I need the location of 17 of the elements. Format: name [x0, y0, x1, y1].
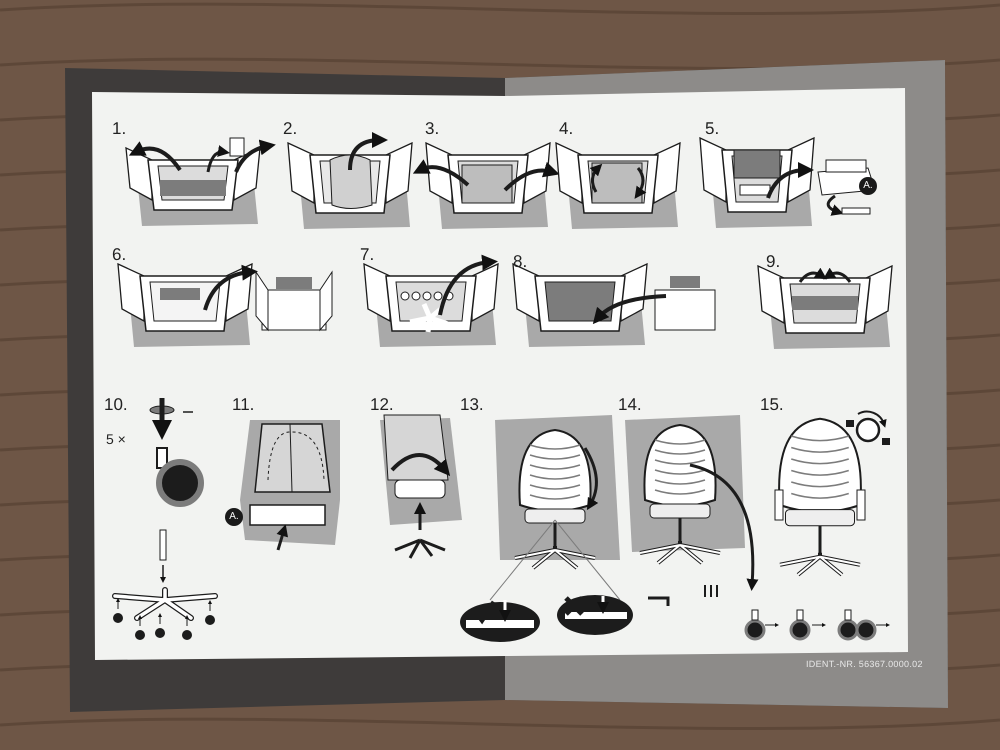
step-number: 3.	[425, 120, 440, 137]
step-number: 10.	[104, 396, 128, 413]
step-number: 8.	[513, 253, 528, 270]
step-number: 9.	[766, 253, 780, 270]
quantity-label: 5 ×	[106, 432, 126, 446]
ident-number: IDENT.-NR. 56367.0000.02	[806, 660, 923, 669]
step-number: 1.	[112, 120, 126, 137]
step-number: 2.	[283, 120, 298, 137]
step-number: 6.	[112, 246, 126, 263]
step-number: 4.	[559, 120, 574, 137]
step-number: 15.	[760, 396, 784, 413]
step-number: 12.	[370, 396, 394, 413]
step-number: 11.	[232, 396, 254, 413]
step-number: 5.	[705, 120, 720, 137]
step-number: 7.	[360, 246, 374, 263]
step-number: 13.	[460, 396, 484, 413]
step-number: 14.	[618, 396, 642, 413]
